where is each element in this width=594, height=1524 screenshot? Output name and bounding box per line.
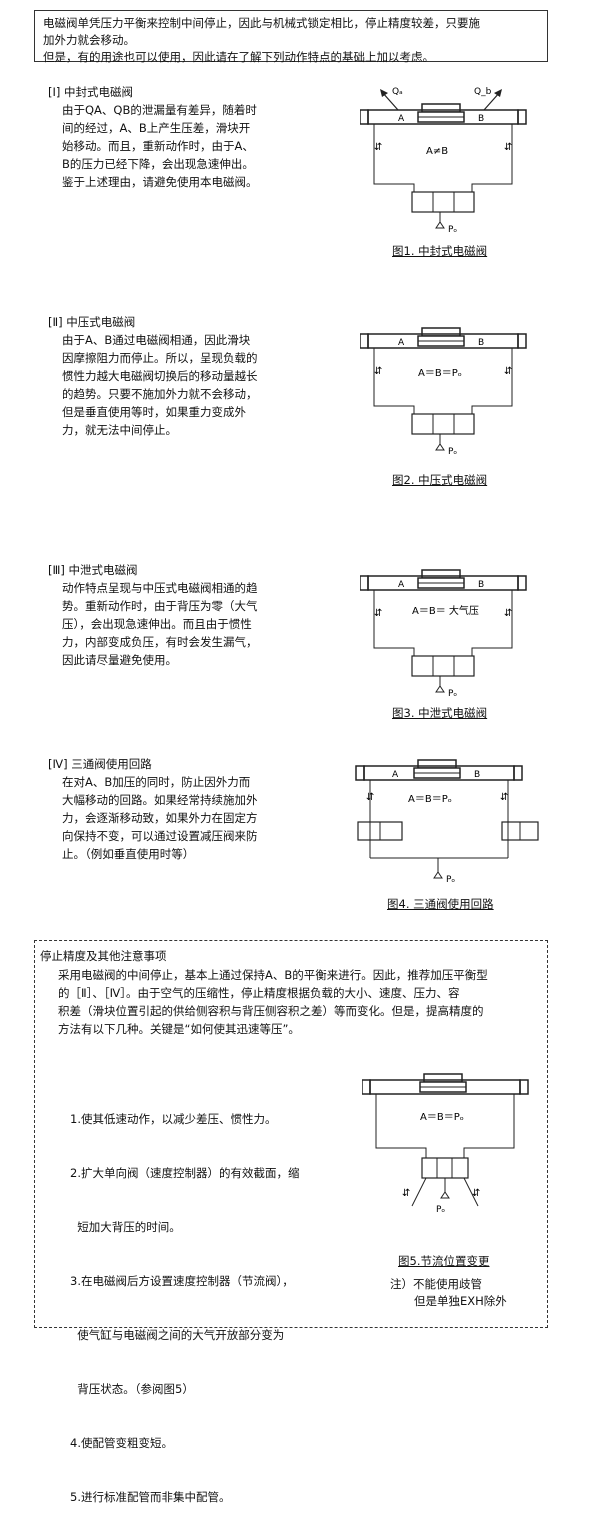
text-line: 惯性力越大电磁阀切换后的移动量越长 xyxy=(62,369,258,383)
port-a-label: A xyxy=(398,580,405,590)
port-b-label: B xyxy=(474,770,480,780)
list-item: 1.使其低速动作，以减少差压、惯性力。 xyxy=(70,1112,277,1126)
section-4-title: [Ⅳ] 三通阀使用回路 xyxy=(48,757,152,771)
svg-text:⇵: ⇵ xyxy=(374,608,382,619)
pressure-relation-label: A＝B＝ 大气压 xyxy=(412,604,479,617)
precision-methods-list: 1.使其低速动作，以减少差压、惯性力。 2.扩大单向阀（速度控制器）的有效截面，… xyxy=(70,1074,299,1524)
text-line: 鉴于上述理由，请避免使用本电磁阀。 xyxy=(62,175,258,189)
text-line: 由于QA、QB的泄漏量有差异，随着时 xyxy=(62,103,257,117)
precision-body: 采用电磁阀的中间停止，基本上通过保持A、B的平衡来进行。因此，推荐加压平衡型 的… xyxy=(58,966,488,1038)
list-item: 2.扩大单向阀（速度控制器）的有效截面，缩 xyxy=(70,1166,300,1180)
pressure-relation-label: A＝B＝Pₒ xyxy=(408,794,452,805)
list-item: 背压状态。（参阅图5） xyxy=(70,1382,194,1396)
text-line: B的压力已经下降，会出现急速伸出。 xyxy=(62,157,254,171)
figure-5-caption: 图5.节流位置变更 xyxy=(398,1254,490,1268)
section-4-body: 在对A、B加压的同时，防止因外力而 大幅移动的回路。如果经常持续施加外 力，会逐… xyxy=(62,773,258,863)
section-2-body: 由于A、B通过电磁阀相通，因此滑块 因摩擦阻力而停止。所以，呈现负载的 惯性力越… xyxy=(62,331,258,439)
figure-4-diagram: A B ⇵ ⇵ A＝B＝Pₒ Pₒ xyxy=(355,759,539,885)
svg-text:⇵: ⇵ xyxy=(504,142,512,153)
intro-line: 但是，有的用途也可以使用，因此请在了解下列动作特点的基础上加以考虑。 xyxy=(43,50,434,64)
text-line: 力，就无法中间停止。 xyxy=(62,423,177,437)
intro-notice: 电磁阀单凭压力平衡来控制中间停止，因此与机械式锁定相比，停止精度较差，只要施 加… xyxy=(34,10,548,64)
figure-1-diagram: Qₐ Q_b A B ⇵ ⇵ A≠B Pₒ xyxy=(360,87,527,235)
note-line: 但是单独EXH除外 xyxy=(414,1294,507,1308)
list-item: 使气缸与电磁阀之间的大气开放部分变为 xyxy=(70,1328,285,1342)
svg-text:⇵: ⇵ xyxy=(504,608,512,619)
pressure-relation-label: A≠B xyxy=(426,146,448,157)
pressure-relation-label: A＝B＝Pₒ xyxy=(418,368,462,379)
text-line: 始移动。而且，重新动作时，由于A、 xyxy=(62,139,254,153)
precision-title: 停止精度及其他注意事项 xyxy=(40,949,167,963)
text-line: 在对A、B加压的同时，防止因外力而 xyxy=(62,775,251,789)
text-line: 势。重新动作时，由于背压为零（大气 xyxy=(62,599,258,613)
svg-text:⇵: ⇵ xyxy=(504,366,512,377)
figure-3-caption: 图3. 中泄式电磁阀 xyxy=(392,706,488,720)
list-item: 5.进行标准配管而非集中配管。 xyxy=(70,1490,231,1504)
text-line: 止。（例如垂直使用时等） xyxy=(62,847,195,861)
note-line: 注）不能使用歧管 xyxy=(390,1277,482,1291)
qa-label: Qₐ xyxy=(392,87,403,97)
pressure-relation-label: A＝B＝Pₒ xyxy=(420,1112,464,1123)
section-1-body: 由于QA、QB的泄漏量有差异，随着时 间的经过，A、B上产生压差，滑块开 始移动… xyxy=(62,101,258,191)
text-line: 但是垂直使用等时，如果重力变成外 xyxy=(62,405,246,419)
svg-text:⇵: ⇵ xyxy=(402,1188,410,1199)
intro-line: 加外力就会移动。 xyxy=(43,33,135,47)
text-line: 向保持不变，可以通过设置减压阀来防 xyxy=(62,829,258,843)
port-b-label: B xyxy=(478,580,484,590)
svg-text:⇵: ⇵ xyxy=(374,366,382,377)
svg-text:⇵: ⇵ xyxy=(500,792,508,803)
port-a-label: A xyxy=(398,338,405,348)
section-1-title: [Ⅰ] 中封式电磁阀 xyxy=(48,85,134,99)
list-item: 3.在电磁阀后方设置速度控制器（节流阀）， xyxy=(70,1274,294,1288)
text-line: 力，内部变成负压，有时会发生漏气， xyxy=(62,635,258,649)
port-a-label: A xyxy=(398,114,405,124)
figure-5-diagram: A＝B＝Pₒ ⇵ ⇵ Pₒ xyxy=(362,1073,529,1215)
text-line: 动作特点呈现与中压式电磁阀相通的趋 xyxy=(62,581,258,595)
port-b-label: B xyxy=(478,338,484,348)
text-line: 的［Ⅱ］、［Ⅳ］。由于空气的压缩性，停止精度根据负载的大小、速度、压力、容 xyxy=(58,986,460,1000)
text-line: 大幅移动的回路。如果经常持续施加外 xyxy=(62,793,258,807)
port-a-label: A xyxy=(392,770,399,780)
text-line: 积差（滑块位置引起的供给侧容积与背压侧容积之差）等而变化。但是，提高精度的 xyxy=(58,1004,484,1018)
intro-line: 电磁阀单凭压力平衡来控制中间停止，因此与机械式锁定相比，停止精度较差，只要施 xyxy=(43,16,480,30)
list-item: 4.使配管变粗变短。 xyxy=(70,1436,173,1450)
supply-pressure-label: Pₒ xyxy=(446,875,455,885)
supply-pressure-label: Pₒ xyxy=(448,447,457,457)
svg-text:⇵: ⇵ xyxy=(472,1188,480,1199)
text-line: 因摩擦阻力而停止。所以，呈现负载的 xyxy=(62,351,258,365)
text-line: 方法有以下几种。关键是“如何使其迅速等压”。 xyxy=(58,1022,300,1036)
section-2-title: [Ⅱ] 中压式电磁阀 xyxy=(48,315,136,329)
supply-pressure-label: Pₒ xyxy=(436,1205,445,1215)
figure-2-caption: 图2. 中压式电磁阀 xyxy=(392,473,488,487)
section-3-title: [Ⅲ] 中泄式电磁阀 xyxy=(48,563,138,577)
text-line: 间的经过，A、B上产生压差，滑块开 xyxy=(62,121,251,135)
svg-text:⇵: ⇵ xyxy=(366,792,374,803)
precision-notes-box xyxy=(34,940,548,1328)
supply-pressure-label: Pₒ xyxy=(448,225,457,235)
figure-4-caption: 图4. 三通阀使用回路 xyxy=(387,897,494,911)
supply-pressure-label: Pₒ xyxy=(448,689,457,699)
figure-2-diagram: A B ⇵ ⇵ A＝B＝Pₒ Pₒ xyxy=(360,327,527,457)
text-line: 采用电磁阀的中间停止，基本上通过保持A、B的平衡来进行。因此，推荐加压平衡型 xyxy=(58,968,488,982)
text-line: 的趋势。只要不施加外力就不会移动， xyxy=(62,387,258,401)
figure-3-diagram: A B ⇵ ⇵ A＝B＝ 大气压 Pₒ xyxy=(360,569,527,699)
text-line: 由于A、B通过电磁阀相通，因此滑块 xyxy=(62,333,251,347)
qb-label: Q_b xyxy=(474,87,492,97)
text-line: 因此请尽量避免使用。 xyxy=(62,653,177,667)
figure-5-note: 注）不能使用歧管 但是单独EXH除外 xyxy=(390,1276,507,1310)
port-b-label: B xyxy=(478,114,484,124)
section-3-body: 动作特点呈现与中压式电磁阀相通的趋 势。重新动作时，由于背压为零（大气 压），会… xyxy=(62,579,258,669)
text-line: 压），会出现急速伸出。而且由于惯性 xyxy=(62,617,252,631)
figure-1-caption: 图1. 中封式电磁阀 xyxy=(392,244,488,258)
svg-text:⇵: ⇵ xyxy=(374,142,382,153)
list-item: 短加大背压的时间。 xyxy=(70,1220,181,1234)
text-line: 力，会逐渐移动致，如果外力在固定方 xyxy=(62,811,258,825)
